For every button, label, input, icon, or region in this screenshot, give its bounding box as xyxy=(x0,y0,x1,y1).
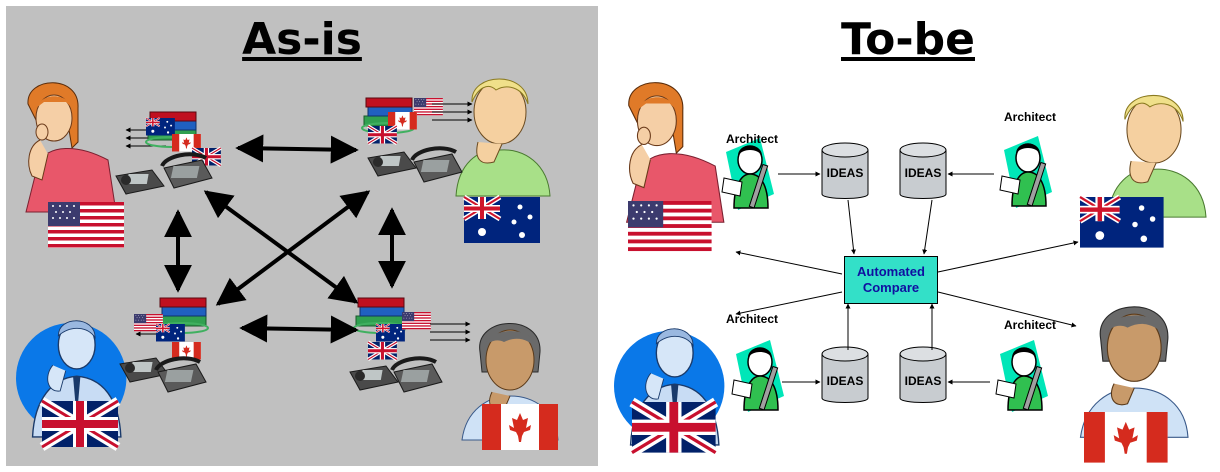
architect-label: Architect xyxy=(1004,110,1057,124)
flag-uk-icon xyxy=(632,402,716,453)
person-blond-man-icon xyxy=(455,78,551,197)
architect-icon xyxy=(731,339,785,413)
ideas-label: IDEAS xyxy=(904,374,942,388)
flag-usa-icon xyxy=(48,202,124,248)
architect-icon xyxy=(721,137,775,211)
flow-arrows xyxy=(735,171,1079,385)
to-be-panel: To-be xyxy=(602,6,1214,466)
as-is-panel: As-is xyxy=(6,6,598,466)
paperwork-cluster xyxy=(349,297,470,394)
architect-label: Architect xyxy=(726,132,779,146)
flag-canada-icon xyxy=(1084,412,1168,463)
ideas-label: IDEAS xyxy=(904,166,942,180)
automated-compare-box: Automated Compare xyxy=(844,256,938,304)
ideas-label: IDEAS xyxy=(826,166,864,180)
architect-icon xyxy=(999,135,1053,209)
flag-uk-icon xyxy=(42,401,118,447)
person-woman-icon xyxy=(25,82,117,213)
flag-australia-icon xyxy=(464,197,540,243)
architect-label: Architect xyxy=(726,312,779,326)
flag-australia-icon xyxy=(1080,197,1164,248)
architect-label: Architect xyxy=(1004,318,1057,332)
as-is-diagram xyxy=(15,78,559,466)
to-be-diagram xyxy=(613,82,1207,463)
architect-icon xyxy=(995,339,1049,413)
paperwork-cluster xyxy=(119,297,209,394)
ideas-label: IDEAS xyxy=(826,374,864,388)
to-be-title: To-be xyxy=(841,14,975,65)
exchange-arrows xyxy=(164,134,406,344)
paperwork-cluster xyxy=(115,111,223,195)
as-is-title: As-is xyxy=(242,14,362,65)
flag-usa-icon xyxy=(628,201,712,252)
flag-canada-icon xyxy=(482,404,558,450)
paperwork-cluster xyxy=(361,97,472,184)
